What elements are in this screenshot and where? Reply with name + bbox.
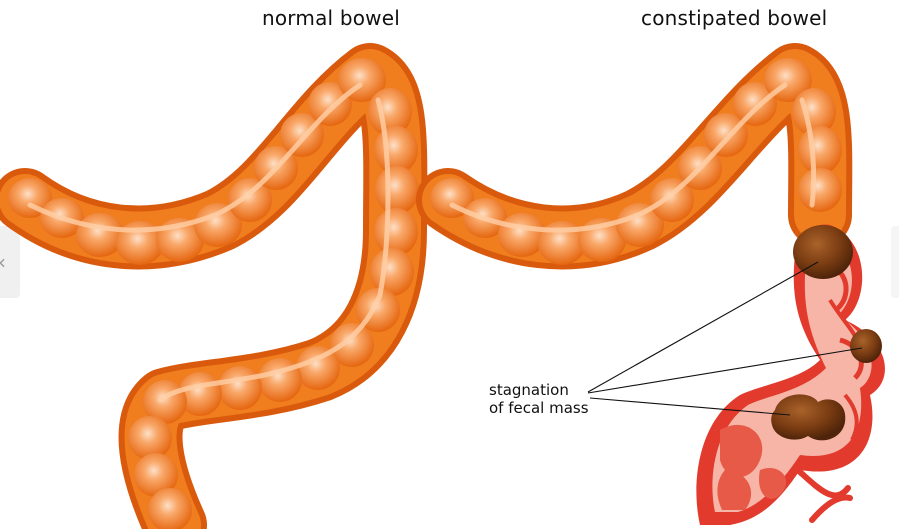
constipated-bowel-title: constipated bowel bbox=[641, 6, 828, 30]
fecal-mass-3 bbox=[771, 394, 846, 441]
fecal-mass-group bbox=[771, 225, 882, 441]
annotation-line-2: of fecal mass bbox=[489, 399, 589, 417]
normal-bowel-title: normal bowel bbox=[262, 6, 400, 30]
normal-bowel bbox=[0, 43, 428, 529]
previous-image-tab[interactable]: ‹ bbox=[0, 226, 20, 298]
normal-bowel-tube bbox=[0, 43, 428, 529]
constipated-bowel-cutaway bbox=[696, 224, 885, 525]
fecal-mass-2 bbox=[850, 329, 882, 363]
next-image-tab[interactable] bbox=[891, 226, 899, 298]
fecal-mass-annotation: stagnation of fecal mass bbox=[489, 381, 589, 417]
chevron-left-icon: ‹ bbox=[0, 250, 6, 274]
constipated-bowel bbox=[416, 43, 885, 525]
annotation-leader-lines bbox=[587, 261, 863, 416]
annotation-line-1: stagnation bbox=[489, 381, 569, 399]
fecal-mass-1 bbox=[793, 225, 853, 279]
